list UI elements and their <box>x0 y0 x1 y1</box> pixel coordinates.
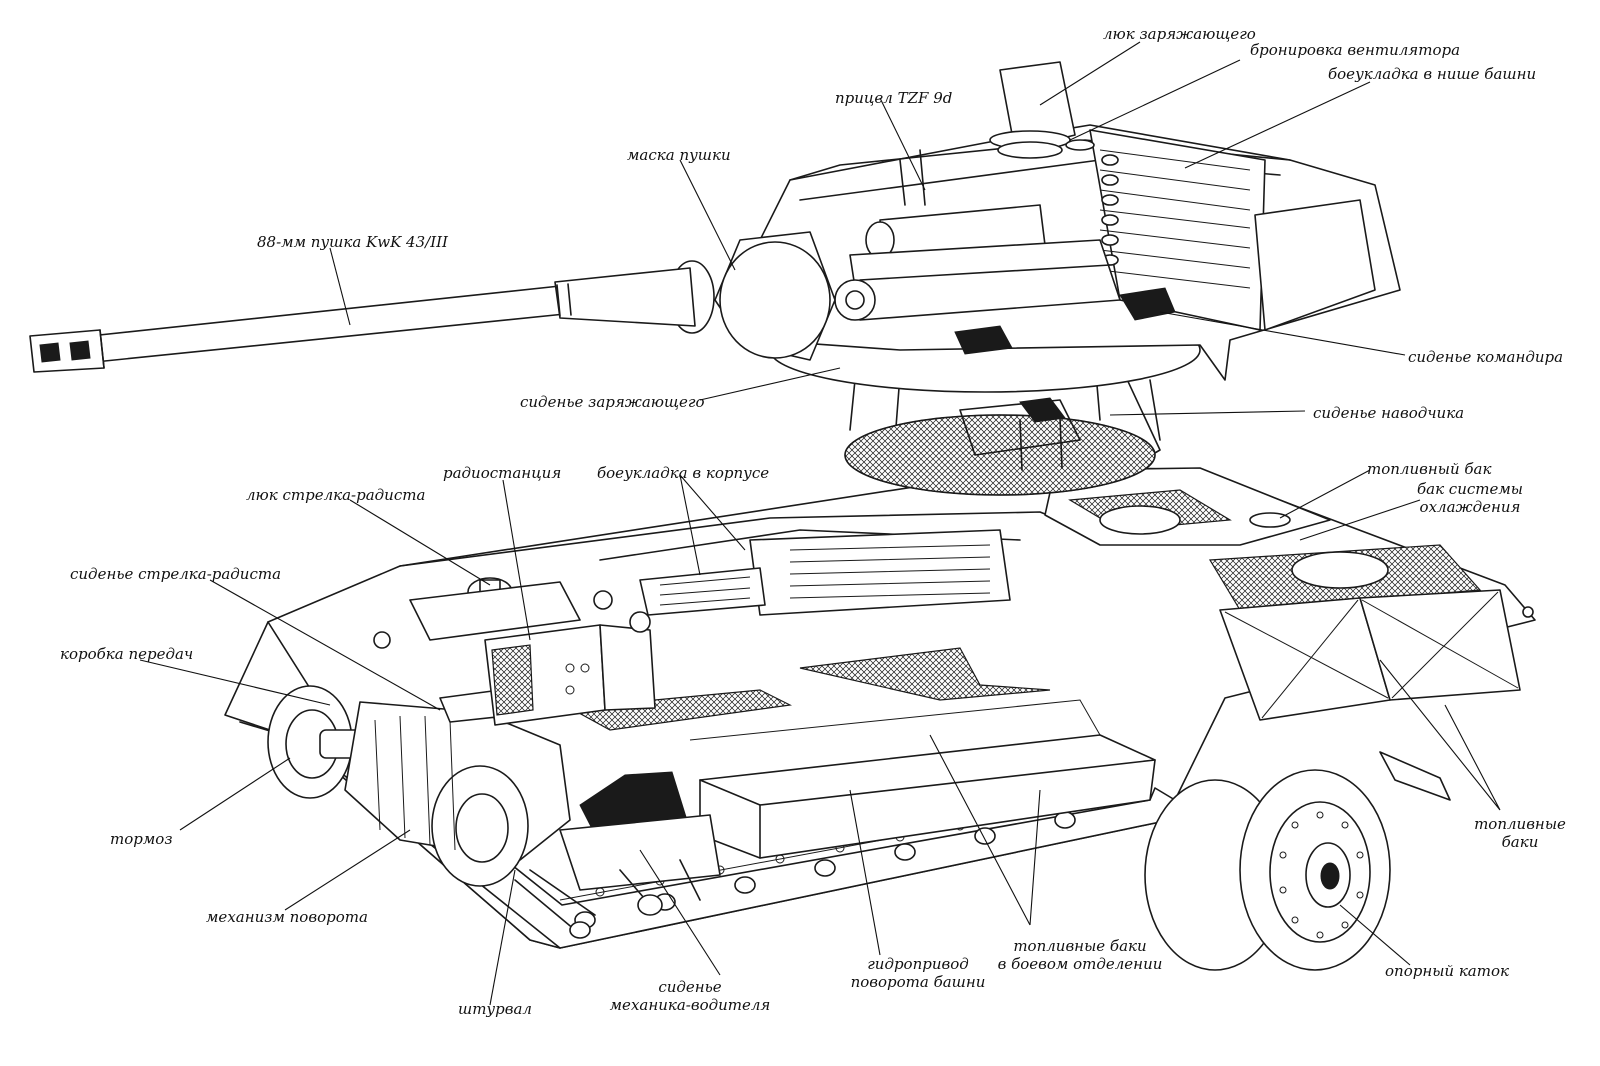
label-fighting-fuel-tanks-line2: в боевом отделении <box>997 955 1163 973</box>
label-loader-seat: сиденье заряжающего <box>520 393 705 411</box>
label-driver-seat: сиденье механика-водителя <box>600 978 780 1014</box>
label-turret-hydraulic-line2: поворота башни <box>850 973 986 991</box>
radio-station <box>484 590 656 726</box>
label-fighting-fuel-tanks: топливные баки в боевом отделении <box>990 937 1170 973</box>
label-radio-operator-hatch: люк стрелка-радиста <box>246 486 426 504</box>
label-steering-mechanism: механизм поворота <box>206 908 368 926</box>
label-hull-ammo: боеукладка в корпусе <box>597 464 770 482</box>
label-turret-hydraulic: гидропривод поворота башни <box>848 955 988 991</box>
label-coolant-tank-line2: охлаждения <box>1419 498 1521 516</box>
main-gun-barrel <box>29 267 696 373</box>
hull-ammo-rack <box>639 529 1011 616</box>
driver-station <box>514 771 721 939</box>
label-turret-hydraulic-line1: гидропривод <box>867 955 969 973</box>
label-gunner-seat: сиденье наводчика <box>1313 404 1465 422</box>
label-radio: радиостанция <box>443 464 562 482</box>
road-wheel-assembly <box>1144 751 1451 971</box>
label-steering-wheel: штурвал <box>458 1000 532 1018</box>
label-commander-seat: сиденье командира <box>1408 348 1564 366</box>
label-radio-operator-seat: сиденье стрелка-радиста <box>70 565 282 583</box>
label-coolant-tank-line1: бак системы <box>1416 480 1524 498</box>
engine-deck <box>1044 467 1521 721</box>
label-loader-hatch: люк заряжающего <box>1103 25 1256 43</box>
label-driver-seat-line1: сиденье <box>658 978 722 996</box>
label-sight: прицел TZF 9d <box>835 89 953 107</box>
transmission-assembly <box>267 577 581 887</box>
label-driver-seat-line2: механика-водителя <box>609 996 771 1014</box>
label-gearbox: коробка передач <box>60 645 194 663</box>
label-fuel-tanks-line2: баки <box>1501 833 1539 851</box>
label-main-gun: 88-мм пушка KwK 43/III <box>257 233 448 251</box>
label-road-wheel: опорный каток <box>1385 962 1509 980</box>
label-fuel-tank: топливный бак <box>1367 460 1492 478</box>
turret <box>669 61 1401 393</box>
label-gun-mantlet: маска пушки <box>627 146 731 164</box>
label-coolant-tank: бак системы охлаждения <box>1410 480 1530 516</box>
label-fighting-fuel-tanks-line1: топливные баки <box>1013 937 1147 955</box>
label-fuel-tanks-line1: топливные <box>1474 815 1566 833</box>
label-brake: тормоз <box>110 830 173 848</box>
label-fuel-tanks: топливные баки <box>1470 815 1570 851</box>
label-fan-armor: бронировка вентилятора <box>1250 41 1461 59</box>
label-turret-bustle-ammo: боеукладка в нише башни <box>1328 65 1537 83</box>
leader-lines <box>139 41 1501 1006</box>
